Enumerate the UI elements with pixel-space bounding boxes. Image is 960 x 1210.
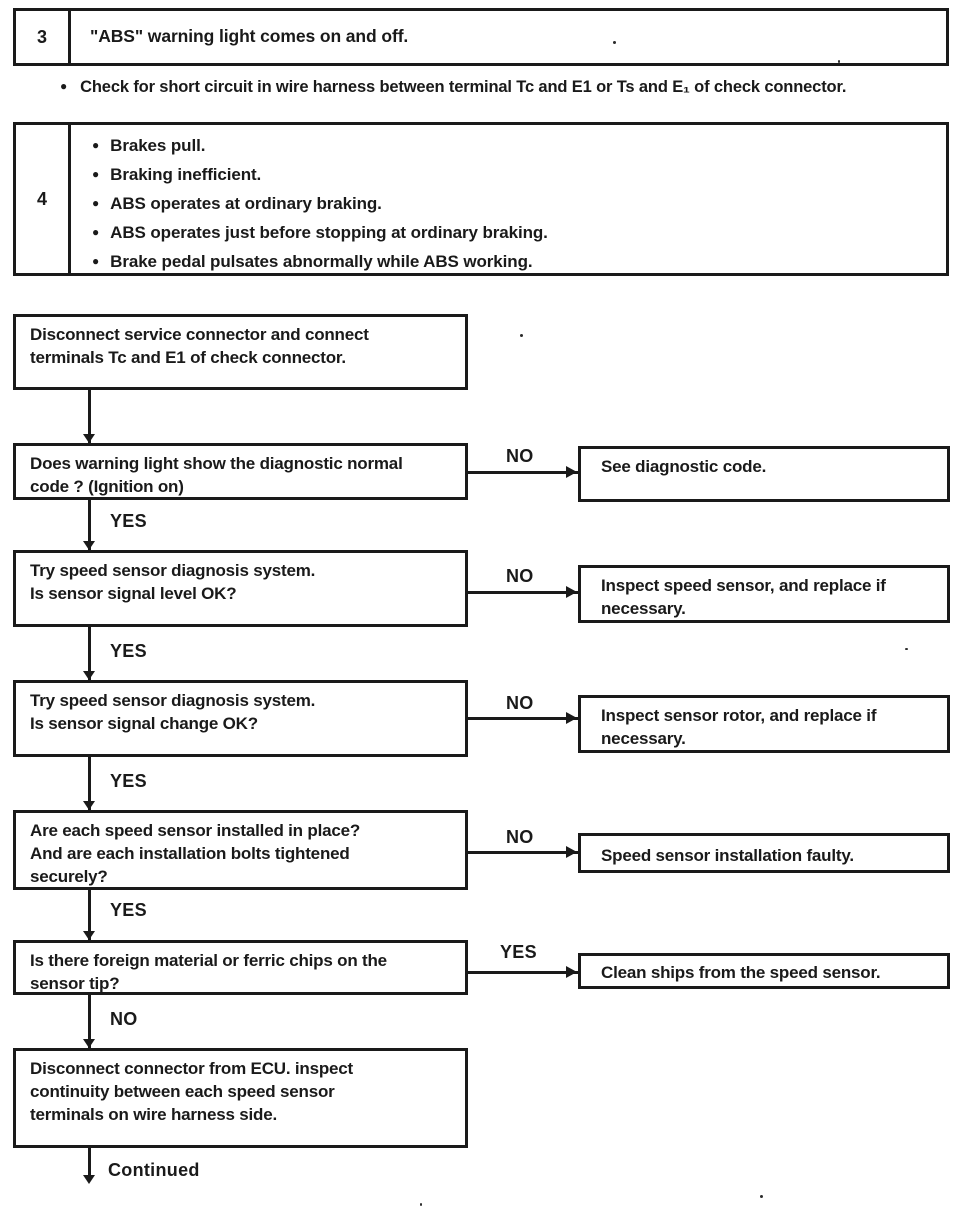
flow-step-text: Disconnect connector from ECU. inspect c… [30,1059,354,1124]
connector-down-1 [88,388,91,443]
continued-label: Continued [108,1160,200,1180]
bullet-icon: ● [92,254,100,268]
connector-down-4 [88,755,91,810]
connector-down-3 [88,625,91,680]
arrow-right-icon [566,846,577,858]
branch-label-no: NO [506,446,534,466]
connector-branch-2 [468,591,578,594]
connector-down-2 [88,498,91,550]
arrow-down-icon [83,1039,95,1048]
scan-speck [905,648,908,650]
list-item: ● ABS operates just before stopping at or… [92,219,940,248]
flow-result-5: Clean ships from the speed sensor. [578,953,950,989]
arrow-down-icon [83,1175,95,1184]
list-item: ● Braking inefficient. [92,161,940,190]
symptom-number: 4 [16,125,71,273]
connector-down-6 [88,993,91,1048]
connector-branch-1 [468,471,578,474]
branch-label-yes: YES [110,900,147,920]
bullet-icon: ● [92,138,100,152]
scan-speck [520,334,523,337]
flow-step-text: Does warning light show the diagnostic n… [30,454,403,496]
bullet-icon: ● [92,225,100,239]
symptom-text: "ABS" warning light comes on and off. [90,26,409,46]
scan-speck [613,41,616,44]
flow-step-text: Disconnect service connector and connect… [30,325,369,367]
symptom-text: Braking inefficient. [110,165,262,184]
flow-step-5: Are each speed sensor installed in place… [13,810,468,890]
flow-step-3: Try speed sensor diagnosis system. Is se… [13,550,468,627]
arrow-down-icon [83,434,95,443]
flow-result-text: Clean ships from the speed sensor. [601,963,881,982]
flow-step-7: Disconnect connector from ECU. inspect c… [13,1048,468,1148]
list-item: ● Brakes pull. [92,132,940,161]
arrow-right-icon [566,712,577,724]
symptom-text: Brakes pull. [110,136,206,155]
flow-step-text: Try speed sensor diagnosis system. Is se… [30,691,316,733]
bullet-icon: ● [92,167,100,181]
flow-result-text: Inspect sensor rotor, and replace if nec… [601,706,877,748]
flow-result-1: See diagnostic code. [578,446,950,502]
flow-step-4: Try speed sensor diagnosis system. Is se… [13,680,468,757]
symptom-number: 3 [16,11,71,63]
symptom-text: Brake pedal pulsates abnormally while AB… [110,252,533,271]
bullet-icon: ● [60,79,68,93]
scan-speck [838,60,840,63]
branch-label-no: NO [110,1009,138,1029]
list-item: ● ABS operates at ordinary braking. [92,190,940,219]
flow-step-text: Are each speed sensor installed in place… [30,821,361,886]
bullet-icon: ● [92,196,100,210]
connector-branch-4 [468,851,578,854]
connector-branch-5 [468,971,578,974]
list-item: ● Brake pedal pulsates abnormally while A… [92,248,940,277]
branch-label-no: NO [506,693,534,713]
symptom-text: ABS operates at ordinary braking. [110,194,382,213]
symptom-text: ABS operates just before stopping at ord… [110,223,548,242]
branch-label-yes: YES [110,641,147,661]
connector-branch-3 [468,717,578,720]
flow-result-2: Inspect speed sensor, and replace if nec… [578,565,950,623]
branch-label-no: NO [506,827,534,847]
arrow-down-icon [83,801,95,810]
arrow-right-icon [566,466,577,478]
scan-speck [420,1203,422,1206]
flow-result-text: See diagnostic code. [601,457,767,476]
flow-result-text: Speed sensor installation faulty. [601,846,854,865]
connector-down-continued [88,1146,91,1176]
flow-result-3: Inspect sensor rotor, and replace if nec… [578,695,950,753]
symptom-list: ● Brakes pull. ● Braking inefficient. ● ABS… [71,125,946,273]
symptom-table-row-4: 4 ● Brakes pull. ● Braking inefficient. ● A… [13,122,949,276]
scan-speck [760,1195,763,1198]
arrow-down-icon [83,541,95,550]
branch-label-yes: YES [110,771,147,791]
arrow-down-icon [83,931,95,940]
connector-down-5 [88,888,91,940]
flow-step-text: Try speed sensor diagnosis system. Is se… [30,561,316,603]
flow-result-4: Speed sensor installation faulty. [578,833,950,873]
branch-label-yes: YES [500,942,537,962]
flow-result-text: Inspect speed sensor, and replace if nec… [601,576,886,618]
check-note: ● Check for short circuit in wire harnes… [60,78,955,97]
arrow-down-icon [83,671,95,680]
arrow-right-icon [566,966,577,978]
arrow-right-icon [566,586,577,598]
symptom-table-row-3: 3 "ABS" warning light comes on and off. [13,8,949,66]
flow-step-2: Does warning light show the diagnostic n… [13,443,468,500]
branch-label-no: NO [506,566,534,586]
branch-label-yes: YES [110,511,147,531]
flow-step-6: Is there foreign material or ferric chip… [13,940,468,995]
flow-step-1: Disconnect service connector and connect… [13,314,468,390]
flow-step-text: Is there foreign material or ferric chip… [30,951,387,993]
check-note-text: Check for short circuit in wire harness … [80,78,847,96]
